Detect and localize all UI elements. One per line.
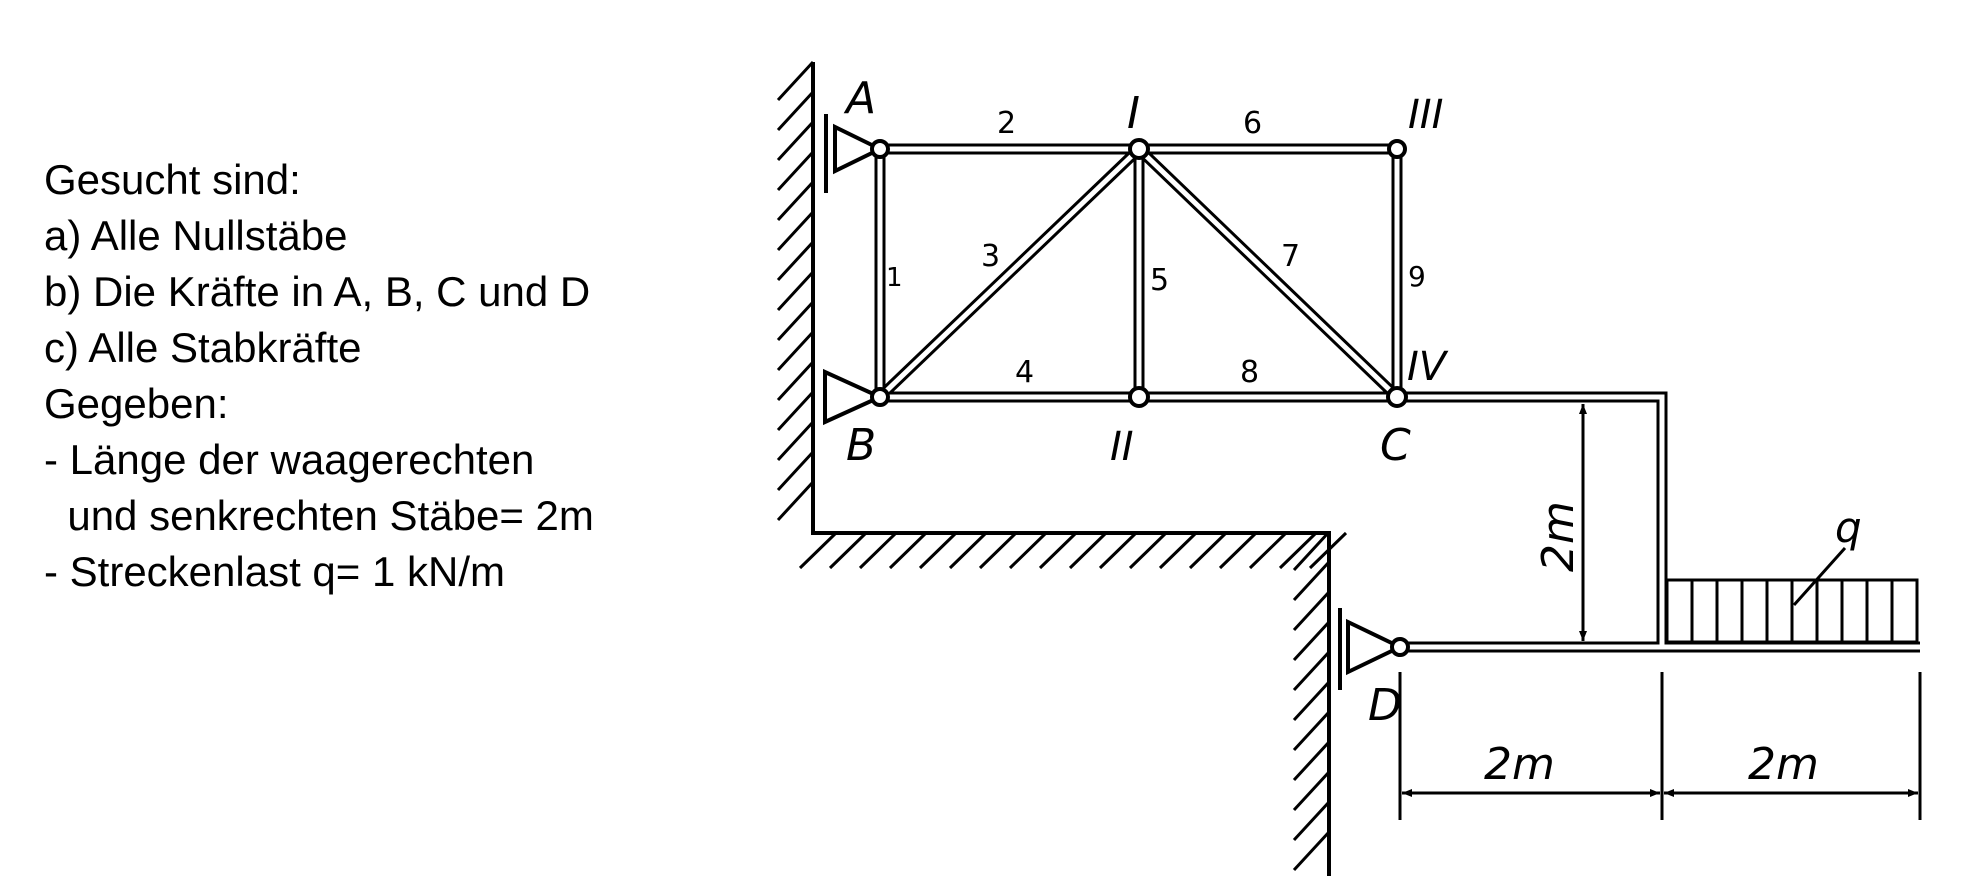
supports: [823, 114, 1405, 690]
label-b: B: [846, 420, 876, 471]
member-2: 2: [997, 106, 1016, 141]
label-d: D: [1368, 680, 1402, 731]
wall-ground: [776, 60, 1348, 876]
label-node-iv: IV: [1407, 344, 1449, 390]
support-a: [833, 123, 885, 175]
member-8: 8: [1240, 355, 1259, 390]
dim-span-left-label: 2m: [1484, 739, 1555, 790]
label-node-ii: II: [1110, 424, 1134, 470]
task-text: Gesucht sind: a) Alle Nullstäbe b) Die K…: [44, 152, 744, 600]
given-item-load: - Streckenlast q= 1 kN/m: [44, 548, 505, 595]
dim-height-label: 2m: [1533, 501, 1584, 572]
member-5: 5: [1150, 263, 1169, 298]
support-d: [1346, 618, 1405, 676]
joints: [870, 138, 1410, 657]
frame-beam: [1397, 391, 1920, 653]
given-item-length: - Länge der waagerechten: [44, 436, 535, 483]
member-7: 7: [1281, 239, 1300, 274]
distributed-load: [1665, 546, 1919, 644]
given-item-length-cont: und senkrechten Stäbe= 2m: [44, 492, 594, 539]
label-node-i: I: [1127, 88, 1140, 139]
sought-item-c: c) Alle Stabkräfte: [44, 324, 362, 371]
support-b: [823, 368, 885, 426]
member-1: 1: [886, 263, 903, 293]
member-9: 9: [1408, 260, 1426, 293]
given-heading: Gegeben:: [44, 380, 229, 427]
member-6: 6: [1243, 106, 1262, 141]
label-node-iii: III: [1408, 92, 1443, 138]
dim-span-right-label: 2m: [1748, 739, 1819, 790]
label-c: C: [1380, 420, 1411, 471]
dimension-lines: [1398, 404, 1922, 820]
member-4: 4: [1015, 355, 1034, 390]
sought-item-b: b) Die Kräfte in A, B, C und D: [44, 268, 591, 315]
sought-heading: Gesucht sind:: [44, 156, 301, 203]
truss-members: [874, 143, 1403, 403]
label-a: A: [843, 73, 876, 124]
load-label: q: [1835, 503, 1862, 552]
sought-item-a: a) Alle Nullstäbe: [44, 212, 348, 259]
member-3: 3: [981, 239, 1000, 274]
